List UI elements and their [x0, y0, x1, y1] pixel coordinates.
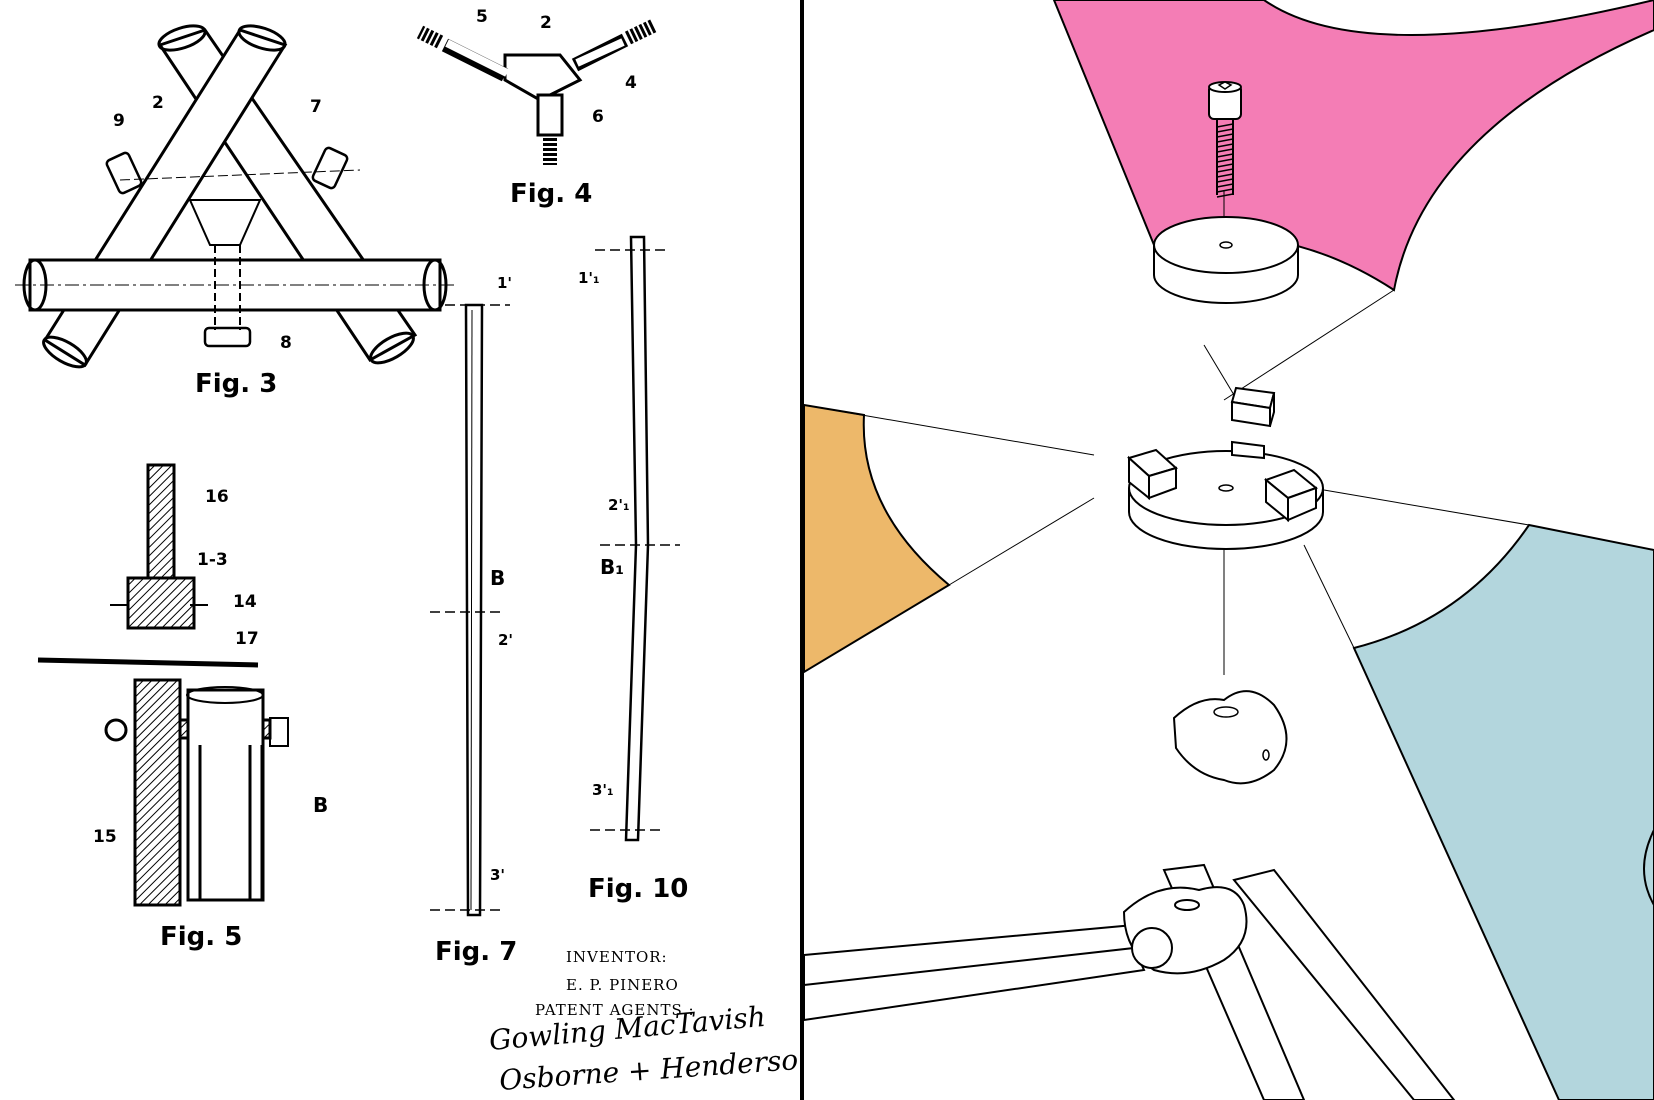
orange-panel [804, 403, 951, 674]
patent-drawing: Fig. 3 Fig. 4 Fig. 5 Fig. 7 Fig. 10 2 9 … [15, 7, 800, 1097]
fig5-caption: Fig. 5 [160, 922, 242, 952]
star-connector [1172, 690, 1288, 785]
pink-panel [1052, 0, 1654, 292]
fig3-label-7: 7 [310, 97, 322, 117]
fig10-label-2prime1: 2'₁ [608, 496, 630, 514]
fig4-label-5: 5 [476, 7, 488, 27]
patent-agents-label: PATENT AGENTS : [535, 1001, 695, 1019]
fig4-drawing [416, 18, 659, 165]
fig5-drawing [37, 463, 289, 907]
exploded-view-panel [804, 0, 1654, 1100]
slotted-hub [1127, 440, 1324, 550]
inventor-name: E. P. PINERO [566, 976, 679, 994]
fig10-label-3prime1: 3'₁ [592, 781, 614, 799]
bottom-strut-assembly [804, 863, 1456, 1100]
fig5-label-15: 15 [93, 827, 117, 847]
fig10-caption: Fig. 10 [588, 874, 688, 904]
fig10-label-B1: B₁ [600, 555, 624, 579]
fig3-label-8: 8 [280, 333, 292, 353]
fig3-drawing [15, 24, 455, 369]
blue-panel-edge [1643, 829, 1654, 906]
fig7-label-3prime: 3' [490, 866, 505, 884]
fig3-caption: Fig. 3 [195, 369, 277, 399]
blue-panel [1352, 523, 1654, 1100]
fig7-drawing [430, 303, 510, 917]
top-disc [1153, 216, 1299, 304]
fig4-caption: Fig. 4 [510, 179, 592, 209]
fig10-drawing [590, 235, 680, 842]
fig5-label-1-3: 1-3 [197, 550, 228, 570]
fig10-label-1prime1: 1'₁ [578, 269, 600, 287]
fig7-label-B: B [490, 566, 505, 590]
fig5-label-16: 16 [205, 487, 229, 507]
patent-drawing-panel: Fig. 3 Fig. 4 Fig. 5 Fig. 7 Fig. 10 2 9 … [0, 0, 800, 1100]
fig4-label-4: 4 [625, 73, 637, 93]
fig4-label-2: 2 [540, 13, 552, 33]
fig4-label-6: 6 [592, 107, 604, 127]
fig7-label-1prime: 1' [497, 274, 512, 292]
fig7-label-2prime: 2' [498, 631, 513, 649]
exploded-node-diagram [804, 0, 1654, 1100]
panel-divider [800, 0, 804, 1100]
fig3-label-2: 2 [152, 93, 164, 113]
fig5-label-14: 14 [233, 592, 257, 612]
fig5-label-17: 17 [235, 629, 259, 649]
fig7-caption: Fig. 7 [435, 937, 517, 967]
inventor-label: INVENTOR: [566, 948, 668, 966]
screw [1208, 81, 1242, 198]
fig5-label-B: B [313, 793, 328, 817]
fig3-label-9: 9 [113, 111, 125, 131]
tension-lines [804, 190, 1530, 675]
loose-wedge [1230, 386, 1276, 428]
